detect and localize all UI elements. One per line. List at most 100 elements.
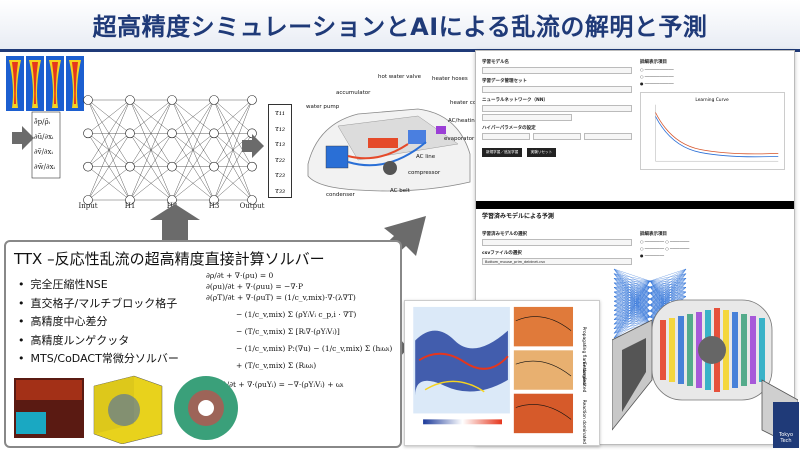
car-part-label: AC belt (390, 188, 411, 194)
nn-input-label: ∂w̃/∂xᵢ (34, 162, 56, 171)
nn-input-label: ∂ũ/∂xᵢ (34, 133, 54, 141)
nn-node (83, 161, 93, 172)
section-label-select: 学習済みモデルの選択 (482, 232, 527, 237)
nn-node (247, 161, 257, 172)
nn-layer-label: Output (240, 202, 265, 210)
reset-button[interactable]: 実験リセット (526, 148, 557, 157)
hyperparam-field[interactable] (482, 133, 530, 140)
equation-line: + (T/c_v,mix) Σ (Rᵢωᵢ) (236, 361, 317, 370)
tau-output: τ₁₁ (274, 108, 286, 117)
car-part-label: accumulator (336, 90, 371, 96)
tau-output: τ₂₂ (274, 154, 286, 164)
csv-file-field[interactable]: Bottom_mouse_prim_debtnet.csv (482, 258, 632, 265)
nn-node (125, 161, 135, 172)
section-label-model: 学習モデル名 (482, 60, 509, 65)
nn-node (167, 161, 177, 172)
ttx-feature-list: 完全圧縮性NSE 直交格子/マルチブロック格子 高精度中心差分 高精度ルンゲクッ… (18, 276, 179, 369)
list-item: 直交格子/マルチブロック格子 (18, 295, 179, 314)
nn-units-field[interactable] (482, 114, 572, 121)
governing-equations: ∂ρ/∂t + ∇·(ρu) = 0 ∂(ρu)/∂t + ∇·(ρuu) = … (206, 270, 400, 390)
section-divider (476, 201, 794, 209)
nn-node (167, 128, 177, 139)
dataset-select[interactable] (482, 86, 632, 93)
university-logo: Tokyo Tech (773, 402, 799, 448)
nn-layers-field[interactable] (482, 105, 632, 112)
section-label-nn: ニューラルネットワーク（NN） (482, 98, 549, 103)
training-form: 学習モデル名 学習データ管理セット ニューラルネットワーク（NN） ハイパーパラ… (482, 55, 632, 157)
car-part-label: heater hoses (432, 76, 468, 82)
result-side-label: Propagating flame dominated (581, 327, 587, 393)
arrow-right-icon (242, 134, 264, 158)
prediction-display-options: 詳細表示項目 ○ ──────── ○ ──────── ○ ──────── … (640, 227, 790, 260)
section-title-predict: 学習済みモデルによる予測 (482, 213, 554, 220)
car-part-label: heater core (450, 100, 478, 106)
car-part-label: condenser (326, 192, 355, 198)
nn-node (167, 95, 177, 105)
ttx-solver-panel: TTX –反応性乱流の超高精度直接計算ソルバー 完全圧縮性NSE 直交格子/マル… (4, 240, 402, 448)
nn-node (167, 195, 177, 205)
nn-node (209, 161, 219, 172)
nn-node (209, 195, 219, 205)
model-name-field[interactable] (482, 67, 632, 74)
result-side-label: Reaction dominated (581, 400, 587, 445)
output-tau-column: τ₁₁ τ₁₂ τ₁₃ τ₂₂ τ₂₃ τ₃₃ (268, 104, 292, 198)
hyperparam-field[interactable] (533, 133, 581, 140)
equation-line: − (1/c_v,mix) Σ (ρYᵢVᵢ c_p,i · ∇T) (236, 310, 357, 319)
car-part-label: AC line (416, 154, 436, 160)
nn-node (125, 195, 135, 205)
chart-title: Learning Curve (695, 97, 729, 103)
nn-layer-label: H1 (125, 202, 136, 210)
learning-curve-chart: Learning Curve (640, 92, 785, 170)
equation-line: ∂ρ/∂t + ∇·(ρu) = 0 (206, 271, 274, 280)
list-item: MTS/CoDACT常微分ソルバー (18, 350, 179, 369)
car-part-label: compressor (408, 170, 441, 176)
nn-node (247, 95, 257, 105)
car-part-label: AC/heating control module (448, 118, 478, 124)
title-banner: 超高精度シミュレーションとAIによる乱流の解明と予測 (0, 0, 800, 52)
equation-line: − (T/c_v,mix) Σ [Rᵢ∇·(ρYᵢVᵢ)] (236, 327, 340, 336)
nn-node (209, 128, 219, 139)
ttx-title: TTX –反応性乱流の超高精度直接計算ソルバー (14, 250, 325, 268)
nn-layer-label: Input (78, 202, 97, 210)
nn-node (247, 195, 257, 205)
nn-node (125, 95, 135, 105)
flame-prediction-results: Propagating flame dominated Entangled Re… (404, 300, 600, 446)
model-select[interactable] (482, 239, 632, 246)
equation-line: ∂(ρT)/∂t + ∇·(ρuT) = (1/c_v,mix)·∇·(λ∇T) (206, 293, 356, 302)
car-part-label: evaporator (444, 136, 475, 142)
nn-node (83, 95, 93, 105)
nn-node (83, 195, 93, 205)
tau-output: τ₁₂ (274, 123, 286, 133)
flow-field-images (6, 56, 84, 111)
nn-node (125, 128, 135, 139)
equation-line: ∂(ρu)/∂t + ∇·(ρuu) = −∇·P (206, 282, 303, 291)
equation-line: − (1/c_v,mix) P:(∇u) − (1/c_v,mix) Σ (hᵢ… (236, 344, 393, 353)
list-item: 高精度ルンゲクッタ (18, 332, 179, 351)
tau-output: τ₂₃ (274, 170, 286, 180)
section-label-display: 詳細表示項目 (640, 232, 667, 237)
page-title: 超高精度シミュレーションとAIによる乱流の解明と予測 (92, 13, 708, 41)
result-side-label: Entangled (581, 362, 587, 385)
section-label-dataset: 学習データ管理セット (482, 79, 527, 84)
section-label-csv: csvファイルの選択 (482, 251, 522, 256)
nn-node (83, 128, 93, 139)
tau-output: τ₁₃ (274, 139, 286, 149)
section-label-hyper: ハイパーパラメータの設定 (482, 126, 536, 131)
list-item: 高精度中心差分 (18, 313, 179, 332)
gas-turbine-image (612, 299, 798, 448)
hyperparam-field[interactable] (584, 133, 632, 140)
tau-output: τ₃₃ (274, 185, 286, 195)
prediction-section: 学習済みモデルによる予測 (482, 211, 782, 220)
car-part-label: water pump (306, 104, 340, 110)
prediction-form: 学習済みモデルの選択 csvファイルの選択 Bottom_mouse_prim_… (482, 227, 632, 267)
train-button[interactable]: 新規学習／追加学習 (482, 148, 523, 157)
arrow-right-icon (12, 126, 34, 150)
list-item: 完全圧縮性NSE (18, 276, 179, 295)
nn-input-label: ∂̄p/ρ̄ᵢ (34, 118, 51, 126)
simulation-images (14, 375, 238, 444)
nn-input-label: ∂ṽ/∂xᵢ (34, 148, 54, 156)
nn-node (209, 95, 219, 105)
equation-line: ∂(ρYᵢ)/∂t + ∇·(ρuYᵢ) = −∇·(ρYᵢVᵢ) + ωᵢ (206, 380, 344, 389)
section-label-display: 詳細表示項目 (640, 60, 667, 65)
